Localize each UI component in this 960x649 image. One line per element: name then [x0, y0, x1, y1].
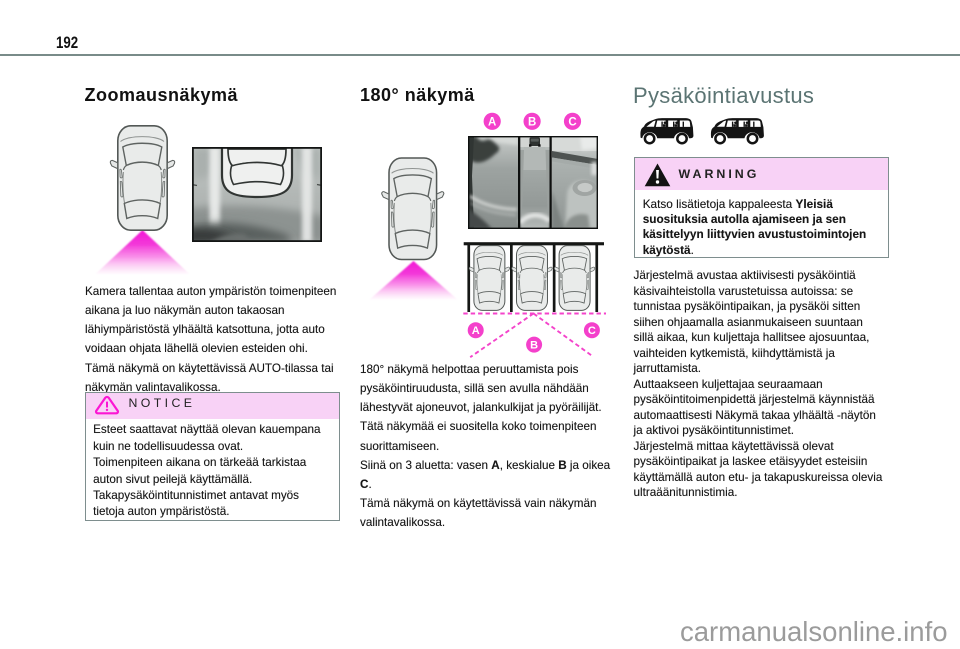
svg-text:A: A	[488, 116, 496, 128]
svg-text:B: B	[530, 340, 538, 352]
svg-text:A: A	[472, 325, 480, 337]
svg-text:C: C	[588, 325, 596, 337]
svg-text:C: C	[568, 116, 576, 128]
svg-text:B: B	[528, 116, 536, 128]
